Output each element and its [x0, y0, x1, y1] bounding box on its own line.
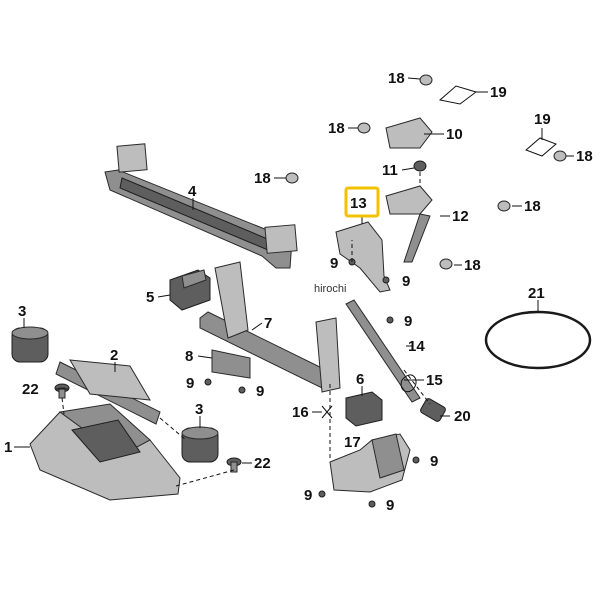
part-7-bracket — [199, 261, 341, 393]
callout-2: 2 — [110, 347, 118, 364]
callout-12: 12 — [452, 208, 469, 225]
callout-9c: 9 — [404, 313, 412, 330]
part-3-damper-right — [181, 426, 219, 463]
callout-13-highlight — [344, 186, 380, 218]
part-22-bolt-lower — [226, 457, 242, 473]
part-12-plate — [385, 185, 433, 263]
callout-4: 4 — [188, 183, 197, 200]
part-18-pin-c — [285, 172, 299, 184]
part-1-base — [29, 403, 181, 501]
callout-21: 21 — [528, 285, 545, 302]
callout-9g: 9 — [304, 487, 312, 504]
part-5-block — [169, 269, 211, 311]
part-18-pin-d — [497, 200, 511, 212]
part-15-clip — [400, 374, 417, 393]
callout-20: 20 — [454, 408, 471, 425]
part-22-bolt-upper — [54, 383, 70, 399]
part-13-bracket — [335, 221, 391, 293]
callout-17: 17 — [344, 434, 361, 451]
part-19-clip-right — [525, 137, 557, 157]
callout-18b: 18 — [328, 120, 345, 137]
callout-16: 16 — [292, 404, 309, 421]
callout-18e: 18 — [464, 257, 481, 274]
callout-13: 13 — [350, 195, 367, 212]
callout-19b: 19 — [534, 111, 551, 128]
callout-9b: 9 — [402, 273, 410, 290]
callout-10: 10 — [446, 126, 463, 143]
callout-6: 6 — [356, 371, 364, 388]
callout-8: 8 — [185, 348, 193, 365]
callout-5: 5 — [146, 289, 154, 306]
callout-9a: 9 — [330, 255, 338, 272]
watermark: hirochi — [314, 283, 346, 295]
part-20-plug — [420, 398, 446, 422]
callout-15: 15 — [426, 372, 443, 389]
callout-3-right: 3 — [195, 401, 203, 418]
callout-14: 14 — [408, 338, 425, 355]
part-18-pin-a — [419, 74, 433, 86]
callout-18c: 18 — [254, 170, 271, 187]
part-11-grommet — [413, 160, 427, 172]
part-14-rod — [345, 299, 421, 403]
callout-9h: 9 — [386, 497, 394, 514]
part-17-bracket — [329, 433, 411, 493]
callout-9d: 9 — [186, 375, 194, 392]
callout-22b: 22 — [254, 455, 271, 472]
callout-9f: 9 — [430, 453, 438, 470]
part-2-bar — [55, 359, 161, 425]
assembly-lines — [61, 172, 431, 487]
part-18-pin-b — [357, 122, 371, 134]
callout-22a: 22 — [22, 381, 39, 398]
leader-lines — [14, 77, 574, 464]
callout-18f: 18 — [576, 148, 593, 165]
callout-11: 11 — [382, 162, 398, 179]
part-3-damper-left — [11, 326, 49, 363]
callout-19a: 19 — [490, 84, 507, 101]
callout-18a: 18 — [388, 70, 405, 87]
part-18-pin-e — [439, 258, 453, 270]
part-10-plate — [385, 117, 433, 149]
part-18-pin-f — [553, 150, 567, 162]
part-4-rail — [104, 143, 298, 269]
callout-1: 1 — [4, 439, 12, 456]
part-6-block — [345, 391, 383, 427]
part-21-ring — [484, 310, 592, 370]
callout-7: 7 — [264, 315, 272, 332]
callout-9e: 9 — [256, 383, 264, 400]
part-9-screws — [204, 258, 420, 508]
part-19-clip-top — [438, 85, 478, 105]
callout-18d: 18 — [524, 198, 541, 215]
callout-3-left: 3 — [18, 303, 26, 320]
